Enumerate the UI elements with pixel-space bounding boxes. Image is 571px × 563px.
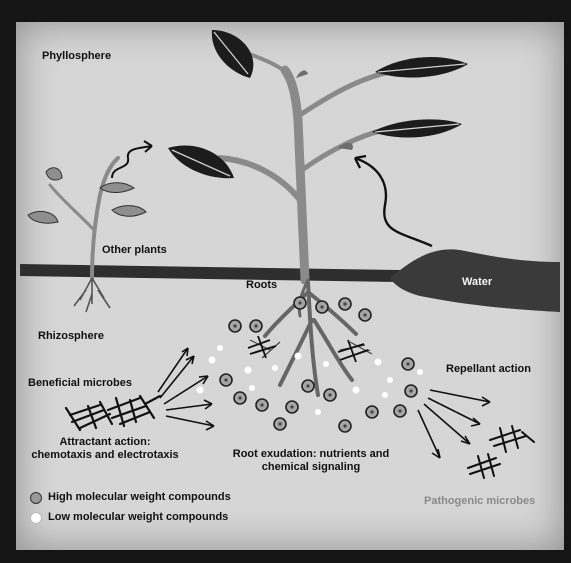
- main-plant-branch-right-upper: [300, 72, 390, 115]
- beneficial-microbe-cluster: [66, 396, 160, 430]
- legend-low-mw-marker: [30, 512, 42, 524]
- legend-high-mw-label: High molecular weight compounds: [48, 491, 231, 504]
- small-plant-stem: [92, 158, 118, 278]
- bud-top: [296, 71, 308, 78]
- label-phyllosphere: Phyllosphere: [42, 50, 111, 63]
- legend-high-mw-marker: [30, 492, 42, 504]
- label-attractant-line1: Attractant action:: [18, 436, 192, 449]
- attractant-arrows: [158, 348, 214, 430]
- label-roots: Roots: [246, 279, 277, 292]
- label-rhizosphere: Rhizosphere: [38, 330, 104, 343]
- label-root-exudation-line1: Root exudation: nutrients and: [214, 448, 408, 461]
- label-other-plants: Other plants: [102, 244, 167, 257]
- repellant-arrows: [418, 390, 490, 458]
- signal-arrow-water: [355, 158, 432, 246]
- label-root-exudation: Root exudation: nutrients and chemical s…: [214, 448, 408, 474]
- beneficial-microbes-near-root: [248, 336, 368, 362]
- label-attractant-action: Attractant action: chemotaxis and electr…: [18, 436, 192, 462]
- label-repellant-action: Repellant action: [446, 363, 531, 376]
- small-plant-branch: [50, 185, 94, 230]
- main-plant-stem: [285, 70, 305, 280]
- small-leaf-2: [112, 206, 146, 217]
- label-attractant-line2: chemotaxis and electrotaxis: [18, 449, 192, 462]
- small-leaf-3: [46, 168, 62, 180]
- legend-low-mw-label: Low molecular weight compounds: [48, 511, 228, 524]
- label-root-exudation-line2: chemical signaling: [214, 461, 408, 474]
- leaf-right-lower: [372, 119, 462, 137]
- label-water: Water: [462, 276, 492, 289]
- small-plant-roots: [74, 278, 110, 312]
- leaf-right-upper: [375, 57, 468, 78]
- label-pathogenic-microbes: Pathogenic microbes: [424, 495, 535, 508]
- pathogenic-microbe-cluster: [468, 426, 534, 478]
- main-plant-branch-left: [220, 158, 300, 200]
- leaf-top: [212, 30, 254, 78]
- leaf-left: [168, 146, 234, 179]
- small-leaf-4: [100, 183, 134, 193]
- main-plant-roots: [265, 280, 356, 395]
- small-leaf-1: [28, 211, 58, 223]
- label-beneficial-microbes: Beneficial microbes: [28, 377, 132, 390]
